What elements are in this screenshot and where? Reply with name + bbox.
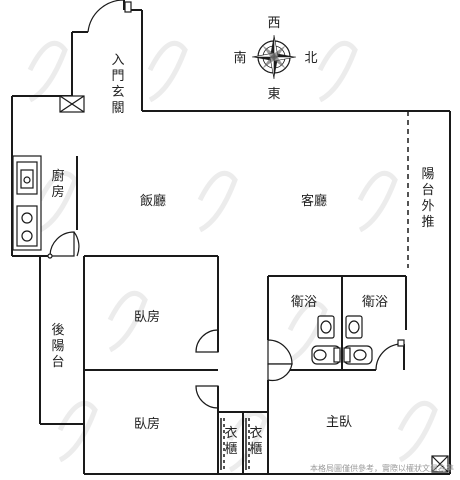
- watermark-pattern: [27, 40, 438, 473]
- kitchen-door: [47, 231, 80, 259]
- label-bedroom2: 臥房: [134, 416, 160, 432]
- label-balcony-sliding: 陽台外推: [421, 167, 434, 230]
- compass-south: 南: [233, 50, 246, 66]
- watermark-disclaimer: 本格局圖僅供參考，實際以權狀文量為準: [310, 463, 454, 473]
- label-dining: 飯廳: [140, 193, 166, 209]
- label-living: 客廳: [301, 193, 327, 209]
- entrance-door: [87, 0, 132, 33]
- label-closet1: 衣櫃: [224, 425, 237, 457]
- kitchen-counter: [12, 155, 42, 251]
- label-bath2: 衛浴: [362, 295, 388, 310]
- bath1-fixtures: [311, 315, 341, 365]
- compass-east: 東: [267, 86, 280, 102]
- compass-rose-icon: [251, 34, 297, 80]
- bath2-fixtures: [343, 315, 373, 365]
- label-master: 主臥: [326, 415, 352, 430]
- closet-doors: [220, 418, 250, 470]
- bedroom1-door: [195, 329, 219, 353]
- compass-west: 西: [267, 16, 280, 31]
- shaft-box-bottom: [431, 455, 449, 473]
- bedroom2-door: [195, 385, 219, 409]
- walls: [11, 9, 451, 475]
- label-kitchen: 廚房: [51, 168, 64, 200]
- bath2-door: [375, 339, 405, 371]
- label-entrance: 入門玄關: [111, 53, 124, 116]
- label-closet2: 衣櫃: [249, 425, 262, 457]
- label-bedroom1: 臥房: [134, 309, 160, 325]
- label-bath1: 衛浴: [291, 295, 317, 310]
- shaft-box: [59, 95, 85, 113]
- master-door: [267, 339, 293, 382]
- compass-north: 北: [304, 51, 317, 66]
- label-back-balcony: 後陽台: [51, 323, 64, 370]
